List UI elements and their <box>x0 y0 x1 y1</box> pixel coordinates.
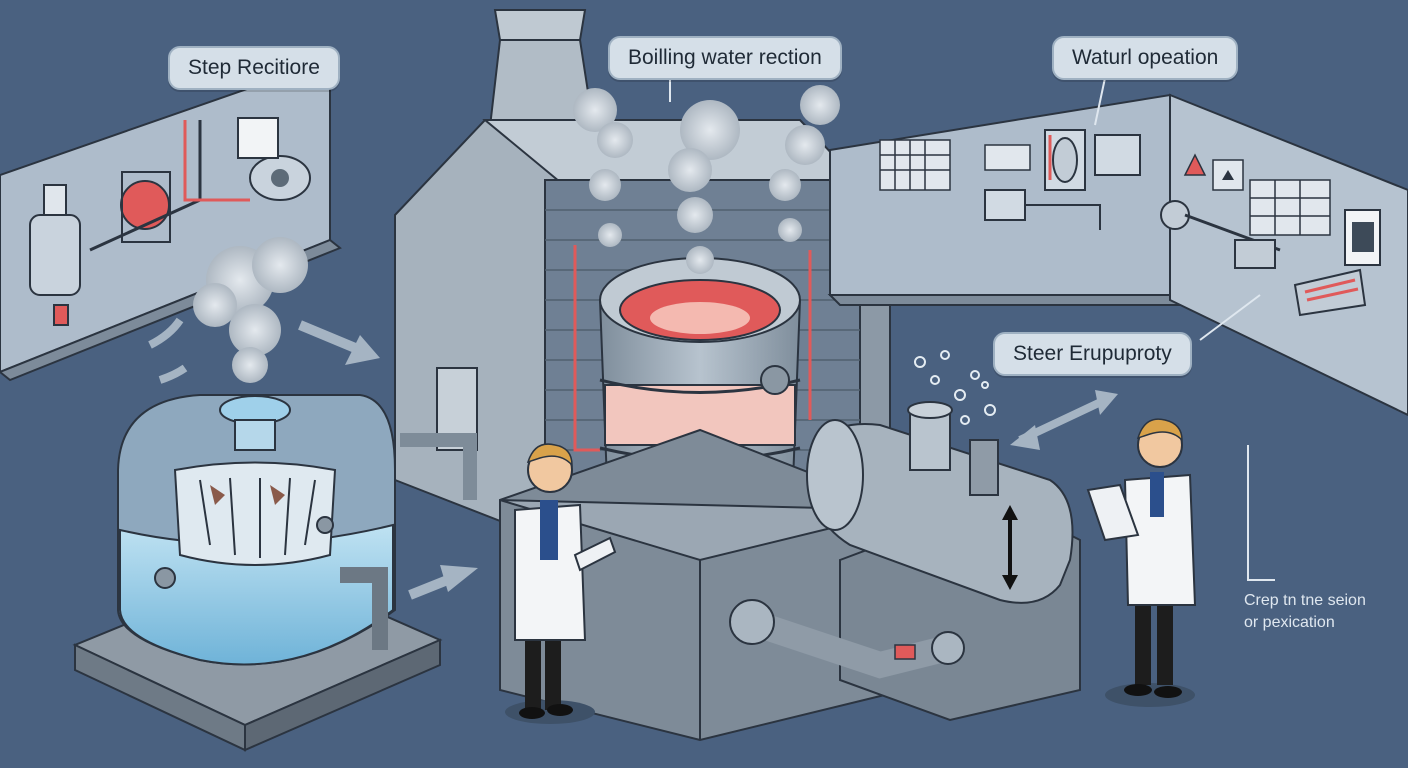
clipboard-icon <box>1086 483 1140 542</box>
label-step-recirculation: Step Recitiore <box>168 46 340 90</box>
panel-valve-icon <box>1160 200 1281 269</box>
swirl-arrow-icon <box>148 317 188 384</box>
flow-arrow-icon <box>298 320 380 365</box>
vertical-double-arrow-icon <box>1002 505 1018 590</box>
central-steam-plume-icon <box>573 85 840 274</box>
label-natural-operation: Waturl opeation <box>1052 36 1239 80</box>
steam-turbine <box>729 401 1081 722</box>
clipboard-icon <box>573 536 617 572</box>
panel-keyboard <box>1293 268 1367 317</box>
panel-gauge-icon <box>120 171 171 243</box>
steam-bubbles-icon <box>914 350 996 425</box>
panel-grid-display <box>879 139 1331 236</box>
panel-tank-icon <box>29 184 81 326</box>
bidirectional-arrow-icon <box>1010 390 1118 450</box>
caption-bracket <box>1247 445 1275 581</box>
label-steam-property: Steer Erupuproty <box>993 332 1192 376</box>
worker-left <box>505 443 617 724</box>
panel-pump-icon <box>249 155 311 201</box>
left-steam-plume-icon <box>193 237 308 383</box>
flow-arrow-icon <box>408 565 478 600</box>
caption: Crep tn tne seion or pexication <box>1244 590 1366 634</box>
caption-line-1: Crep tn tne seion <box>1244 592 1366 609</box>
panel-schematic <box>984 129 1141 230</box>
caption-line-2: or pexication <box>1244 614 1335 631</box>
reactor-base <box>499 428 906 742</box>
panel-display <box>237 117 279 159</box>
worker-right <box>1086 418 1197 707</box>
right-control-panels <box>827 93 1408 417</box>
warning-triangle-icon <box>1183 153 1207 176</box>
label-boiling-water-reaction: Boilling water rection <box>608 36 842 80</box>
vessel-impeller-icon <box>173 461 337 566</box>
recirculation-vessel <box>72 394 443 752</box>
